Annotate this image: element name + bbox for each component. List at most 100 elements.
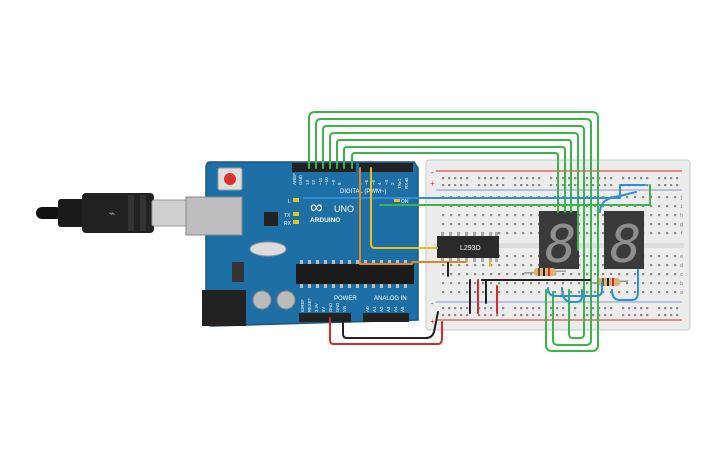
breadboard-hole[interactable] [674, 205, 677, 208]
breadboard-hole[interactable] [666, 291, 669, 294]
breadboard-hole[interactable] [442, 223, 445, 226]
breadboard-hole[interactable] [506, 255, 509, 258]
breadboard-hole[interactable] [640, 314, 643, 317]
breadboard-hole[interactable] [466, 223, 469, 226]
resistor-1[interactable] [523, 268, 567, 276]
breadboard-hole[interactable] [676, 314, 679, 317]
breadboard-hole[interactable] [628, 177, 631, 180]
breadboard-hole[interactable] [478, 184, 481, 187]
wire-green-5[interactable] [336, 139, 572, 213]
breadboard-hole[interactable] [458, 223, 461, 226]
breadboard-hole[interactable] [568, 184, 571, 187]
wire-blue-3[interactable] [547, 281, 603, 297]
breadboard-hole[interactable] [676, 177, 679, 180]
breadboard-hole[interactable] [474, 282, 477, 285]
breadboard-hole[interactable] [666, 273, 669, 276]
wire-orange[interactable] [359, 167, 467, 265]
breadboard-hole[interactable] [634, 314, 637, 317]
breadboard-hole[interactable] [482, 205, 485, 208]
wire-red[interactable] [329, 317, 443, 345]
breadboard-hole[interactable] [454, 307, 457, 310]
breadboard-hole[interactable] [658, 184, 661, 187]
breadboard-hole[interactable] [674, 264, 677, 267]
breadboard-hole[interactable] [650, 232, 653, 235]
breadboard-hole[interactable] [674, 282, 677, 285]
breadboard-hole[interactable] [610, 177, 613, 180]
breadboard-hole[interactable] [642, 196, 645, 199]
breadboard-hole[interactable] [568, 177, 571, 180]
breadboard-hole[interactable] [658, 232, 661, 235]
breadboard-hole[interactable] [478, 307, 481, 310]
breadboard-hole[interactable] [594, 214, 597, 217]
breadboard-hole[interactable] [538, 282, 541, 285]
breadboard-hole[interactable] [618, 291, 621, 294]
breadboard-hole[interactable] [650, 273, 653, 276]
breadboard-hole[interactable] [578, 205, 581, 208]
breadboard-hole[interactable] [554, 205, 557, 208]
breadboard-hole[interactable] [602, 205, 605, 208]
breadboard-hole[interactable] [658, 291, 661, 294]
breadboard-hole[interactable] [474, 273, 477, 276]
breadboard-hole[interactable] [496, 184, 499, 187]
breadboard-hole[interactable] [482, 223, 485, 226]
wire-green-4[interactable] [329, 132, 579, 251]
breadboard-hole[interactable] [658, 314, 661, 317]
breadboard-hole[interactable] [522, 282, 525, 285]
breadboard-hole[interactable] [674, 196, 677, 199]
breadboard-hole[interactable] [674, 255, 677, 258]
breadboard-hole[interactable] [514, 264, 517, 267]
breadboard-hole[interactable] [658, 255, 661, 258]
breadboard-hole[interactable] [562, 314, 565, 317]
breadboard-hole[interactable] [598, 314, 601, 317]
breadboard-hole[interactable] [538, 307, 541, 310]
breadboard-hole[interactable] [514, 223, 517, 226]
breadboard-hole[interactable] [626, 282, 629, 285]
breadboard-hole[interactable] [522, 214, 525, 217]
breadboard-hole[interactable] [490, 307, 493, 310]
breadboard-hole[interactable] [646, 307, 649, 310]
breadboard-hole[interactable] [530, 273, 533, 276]
breadboard-hole[interactable] [522, 205, 525, 208]
breadboard-hole[interactable] [570, 291, 573, 294]
breadboard-hole[interactable] [482, 214, 485, 217]
breadboard-hole[interactable] [506, 264, 509, 267]
breadboard-hole[interactable] [594, 232, 597, 235]
breadboard-hole[interactable] [450, 273, 453, 276]
breadboard-hole[interactable] [526, 307, 529, 310]
seven-segment-display-2[interactable]: 8 [604, 211, 644, 275]
breadboard-hole[interactable] [650, 255, 653, 258]
breadboard-hole[interactable] [666, 232, 669, 235]
breadboard-hole[interactable] [466, 291, 469, 294]
breadboard-hole[interactable] [562, 177, 565, 180]
breadboard-hole[interactable] [484, 177, 487, 180]
breadboard-hole[interactable] [666, 264, 669, 267]
breadboard-hole[interactable] [526, 177, 529, 180]
breadboard-hole[interactable] [532, 184, 535, 187]
breadboard-hole[interactable] [506, 291, 509, 294]
breadboard-hole[interactable] [514, 232, 517, 235]
breadboard-hole[interactable] [530, 255, 533, 258]
breadboard-hole[interactable] [578, 264, 581, 267]
breadboard-hole[interactable] [586, 282, 589, 285]
breadboard-hole[interactable] [658, 273, 661, 276]
breadboard-hole[interactable] [442, 214, 445, 217]
breadboard-hole[interactable] [578, 223, 581, 226]
analog-header[interactable] [363, 313, 409, 322]
breadboard-hole[interactable] [448, 314, 451, 317]
breadboard-hole[interactable] [602, 223, 605, 226]
wire-blue-2[interactable] [599, 191, 637, 213]
breadboard-hole[interactable] [622, 307, 625, 310]
breadboard-hole[interactable] [498, 282, 501, 285]
breadboard-hole[interactable] [466, 273, 469, 276]
breadboard-hole[interactable] [646, 314, 649, 317]
breadboard-hole[interactable] [502, 307, 505, 310]
wire-green-8[interactable] [379, 184, 651, 206]
breadboard-hole[interactable] [594, 205, 597, 208]
breadboard-hole[interactable] [658, 307, 661, 310]
breadboard-hole[interactable] [474, 214, 477, 217]
breadboard-hole[interactable] [658, 205, 661, 208]
breadboard-hole[interactable] [520, 184, 523, 187]
breadboard-hole[interactable] [532, 314, 535, 317]
breadboard-hole[interactable] [618, 205, 621, 208]
breadboard-hole[interactable] [556, 314, 559, 317]
